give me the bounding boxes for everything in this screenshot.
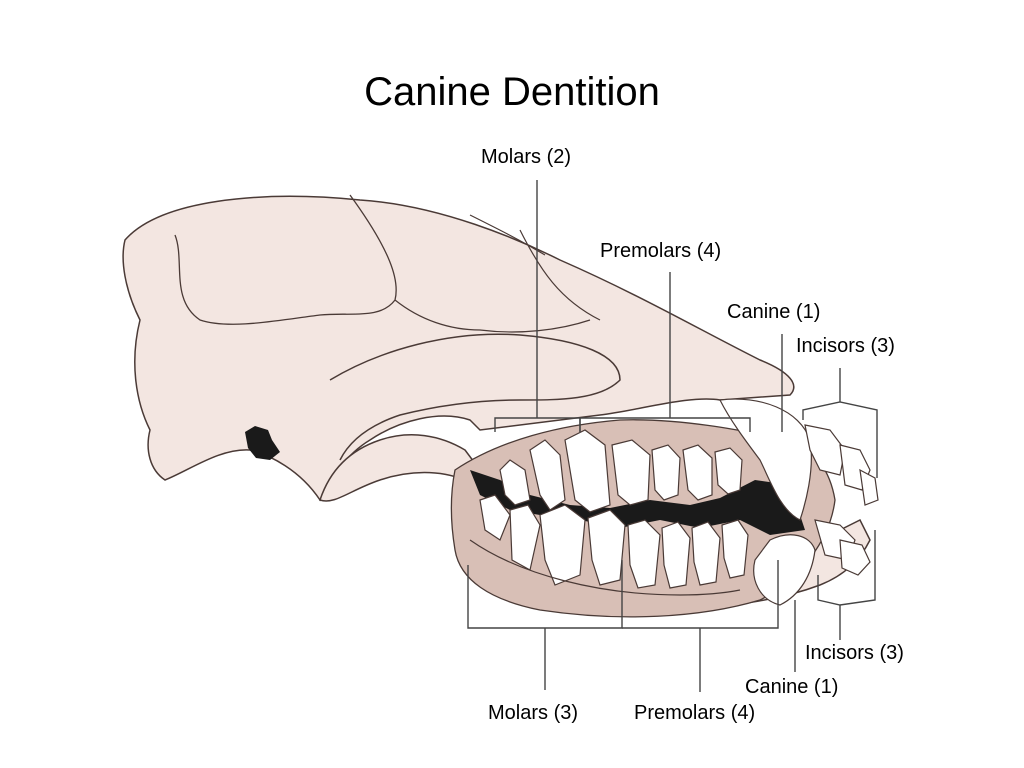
label-upper-incisors: Incisors (3)	[796, 335, 895, 357]
zygomatic-arch	[329, 333, 621, 461]
orbit-line	[519, 229, 601, 321]
slide-title: Canine Dentition	[364, 70, 660, 114]
label-lower-canine: Canine (1)	[745, 676, 839, 698]
label-lower-incisors: Incisors (3)	[805, 642, 904, 664]
lower-teeth	[479, 494, 871, 606]
lower-canine-tooth	[753, 534, 816, 606]
label-upper-premolars: Premolars (4)	[600, 240, 722, 262]
leader-lines	[467, 180, 878, 692]
ear-canal-icon	[245, 426, 280, 460]
upper-teeth	[499, 398, 879, 521]
label-upper-canine: Canine (1)	[727, 301, 821, 323]
mandibular-canal	[469, 539, 741, 596]
label-lower-premolars: Premolars (4)	[634, 702, 756, 724]
upper-canine-tooth	[719, 398, 812, 521]
cranial-suture-2	[394, 299, 591, 333]
label-upper-molars: Molars (2)	[481, 146, 572, 168]
cranial-suture	[174, 194, 397, 325]
label-lower-molars: Molars (3)	[488, 702, 579, 724]
